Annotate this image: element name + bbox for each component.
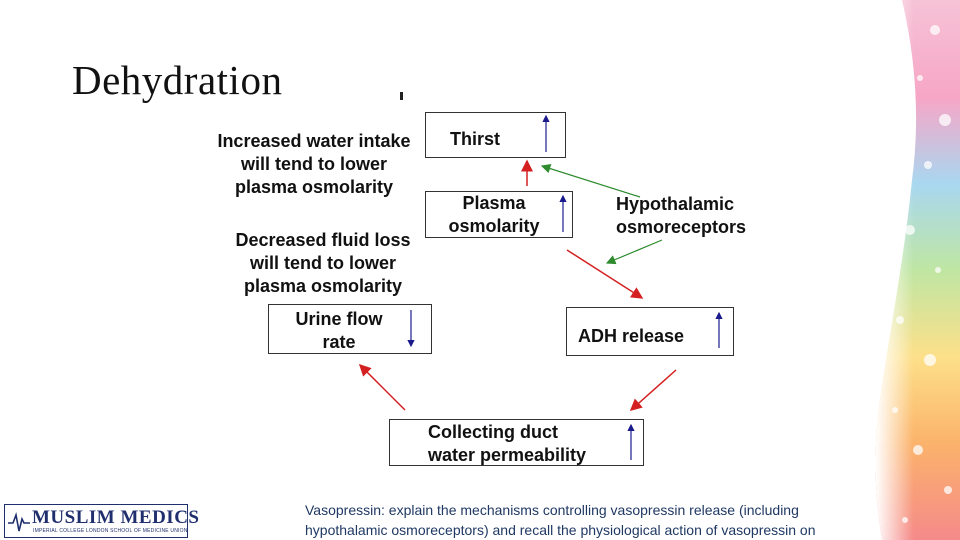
rainbow-decoration — [875, 0, 960, 540]
adh-release-box: ADH release — [566, 307, 734, 356]
fluid-loss-note: Decreased fluid loss will tend to lower … — [235, 230, 411, 296]
thirst-box: Thirst — [425, 112, 566, 158]
arrow-collecting-duct-to-urine — [358, 363, 406, 411]
arrow-hypothalamus-to-thirst — [540, 163, 641, 198]
slide-title: Dehydration — [72, 57, 283, 103]
heartbeat-icon — [8, 512, 30, 532]
muslim-medics-logo: MUSLIM MEDICS IMPERIAL COLLEGE LONDON SC… — [4, 504, 199, 538]
adh-release-label: ADH release — [578, 326, 685, 346]
logo-name: MUSLIM MEDICS — [32, 507, 200, 528]
plasma-osmolarity-label: Plasma osmolarity — [448, 193, 540, 236]
arrow-plasma-to-adh — [566, 249, 644, 299]
thirst-label: Thirst — [450, 129, 501, 149]
collecting-duct-label: Collecting duct water permeability — [428, 422, 587, 465]
hypothalamic-osmoreceptors-label: Hypothalamic osmoreceptors — [616, 194, 747, 237]
plasma-osmolarity-box: Plasma osmolarity — [425, 191, 573, 238]
urine-flow-rate-label: Urine flow rate — [295, 309, 383, 352]
footer-note: Vasopressin: explain the mechanisms cont… — [305, 502, 816, 538]
arrow-adh-to-collecting-duct — [629, 369, 677, 411]
logo-subtitle: IMPERIAL COLLEGE LONDON SCHOOL OF MEDICI… — [33, 528, 188, 534]
water-intake-note: Increased water intake will tend to lowe… — [217, 131, 411, 197]
arrow-hypothalamus-to-adh — [605, 239, 663, 265]
urine-flow-rate-box: Urine flow rate — [268, 304, 432, 354]
collecting-duct-box: Collecting duct water permeability — [389, 419, 644, 466]
title-fragment-mark — [400, 92, 403, 100]
